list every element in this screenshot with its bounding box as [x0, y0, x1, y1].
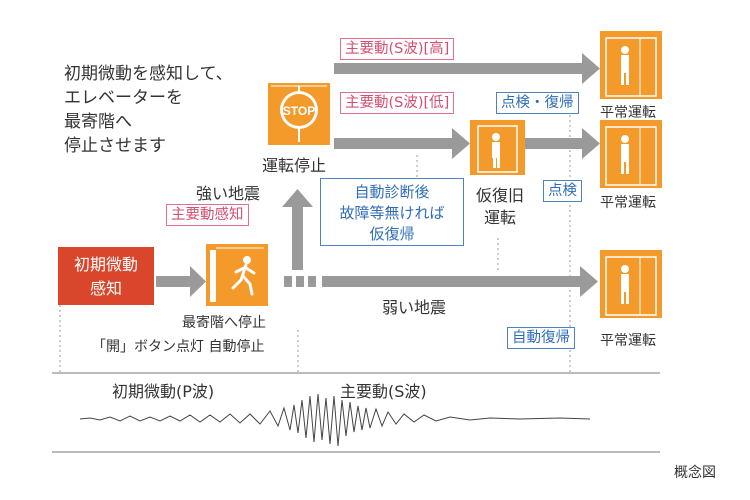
main-motion-detect-label: 主要動感知 — [166, 204, 249, 226]
intro-text: 初期微動を感知して、 エレベーターを 最寄階へ 停止させます — [64, 64, 233, 156]
s-wave-label: 主要動(S波) — [340, 382, 427, 401]
temp-restore-operation-label: 運転 — [483, 208, 516, 227]
temp-restore-label: 仮復旧 — [475, 186, 524, 205]
seismic-waveform — [79, 393, 591, 447]
normal-operation-label-2: 平常運転 — [600, 195, 656, 211]
initial-detection-box: 初期微動 感知 — [58, 247, 154, 305]
nearest-floor-stop-label: 最寄階へ停止 — [182, 315, 266, 331]
nearest-floor-elevator-icon — [206, 244, 268, 306]
open-button-label: 「開」ボタン点灯 自動停止 — [92, 339, 265, 355]
stop-label: 運転停止 — [262, 156, 327, 175]
stop-elevator-icon: STOP — [268, 83, 330, 145]
normal-operation-label-1: 平常運転 — [600, 105, 656, 121]
weak-quake-label: 弱い地震 — [382, 298, 447, 317]
dashed-guides — [59, 110, 571, 372]
normal-elevator-icon-1 — [600, 31, 662, 99]
main-high-label: 主要動(S波)[高] — [340, 38, 455, 60]
p-wave-label: 初期微動(P波) — [112, 382, 215, 401]
normal-operation-label-3: 平常運転 — [600, 333, 656, 349]
flow-arrows — [156, 53, 600, 297]
auto-diagnosis-box: 自動診断後 故障等無ければ 仮復帰 — [320, 178, 464, 246]
auto-restore-label: 自動復帰 — [507, 327, 575, 349]
main-low-label: 主要動(S波)[低] — [340, 92, 455, 114]
inspect-label: 点検 — [543, 180, 582, 202]
normal-elevator-icon-2 — [600, 120, 662, 188]
svg-text:STOP: STOP — [283, 104, 315, 118]
strong-quake-label: 強い地震 — [196, 184, 261, 203]
normal-elevator-icon-3 — [600, 250, 662, 318]
temp-restore-elevator-icon — [470, 120, 525, 175]
caption-label: 概念図 — [674, 465, 716, 481]
inspect-restore-label: 点検・復帰 — [496, 92, 579, 114]
